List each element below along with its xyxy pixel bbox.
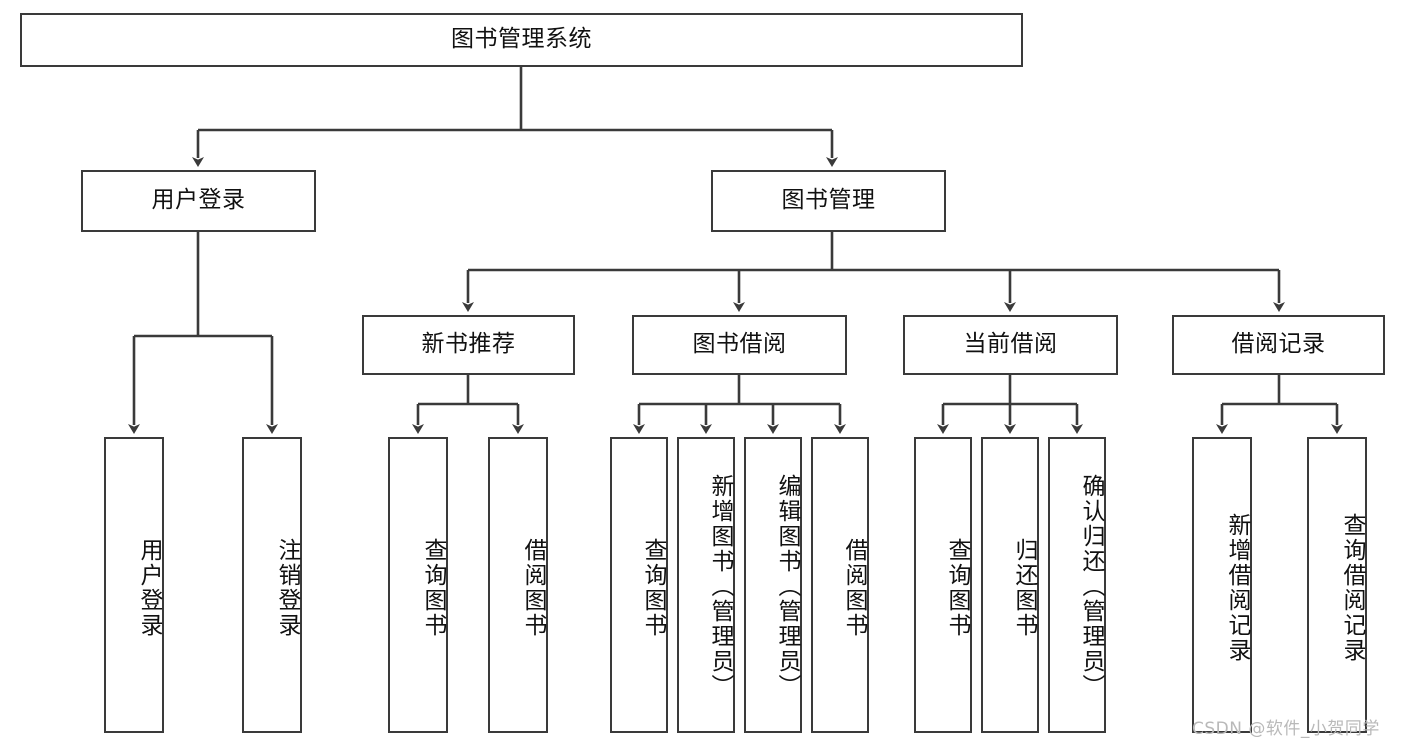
leaf-book-borrow-edit-book-admin[interactable]: 编辑图书（管理员） xyxy=(744,437,802,733)
leaf-book-borrow-add-book-admin[interactable]: 新增图书（管理员） xyxy=(677,437,735,733)
leaf-book-borrow-borrow-books[interactable]: 借阅图书 xyxy=(811,437,869,733)
leaf-new-book-borrow-books[interactable]: 借阅图书 xyxy=(488,437,548,733)
leaf-book-borrow-query-books[interactable]: 查询图书 xyxy=(610,437,668,733)
leaf-borrow-record-query-record[interactable]: 查询借阅记录 xyxy=(1307,437,1367,733)
leaf-current-borrow-return-books[interactable]: 归还图书 xyxy=(981,437,1039,733)
node-book-borrowing[interactable]: 图书借阅 xyxy=(632,315,847,375)
node-user-login[interactable]: 用户登录 xyxy=(81,170,316,232)
node-root-library-management-system[interactable]: 图书管理系统 xyxy=(20,13,1023,67)
leaf-new-book-query-books[interactable]: 查询图书 xyxy=(388,437,448,733)
leaf-user-login-login[interactable]: 用户登录 xyxy=(104,437,164,733)
node-borrowing-record[interactable]: 借阅记录 xyxy=(1172,315,1385,375)
leaf-borrow-record-add-record[interactable]: 新增借阅记录 xyxy=(1192,437,1252,733)
leaf-current-borrow-confirm-return-admin[interactable]: 确认归还（管理员） xyxy=(1048,437,1106,733)
csdn-watermark: CSDN @软件_小贺同学 xyxy=(1192,719,1380,739)
node-current-borrowing[interactable]: 当前借阅 xyxy=(903,315,1118,375)
leaf-user-login-logout[interactable]: 注销登录 xyxy=(242,437,302,733)
node-book-management[interactable]: 图书管理 xyxy=(711,170,946,232)
leaf-current-borrow-query-books[interactable]: 查询图书 xyxy=(914,437,972,733)
node-new-book-recommendation[interactable]: 新书推荐 xyxy=(362,315,575,375)
